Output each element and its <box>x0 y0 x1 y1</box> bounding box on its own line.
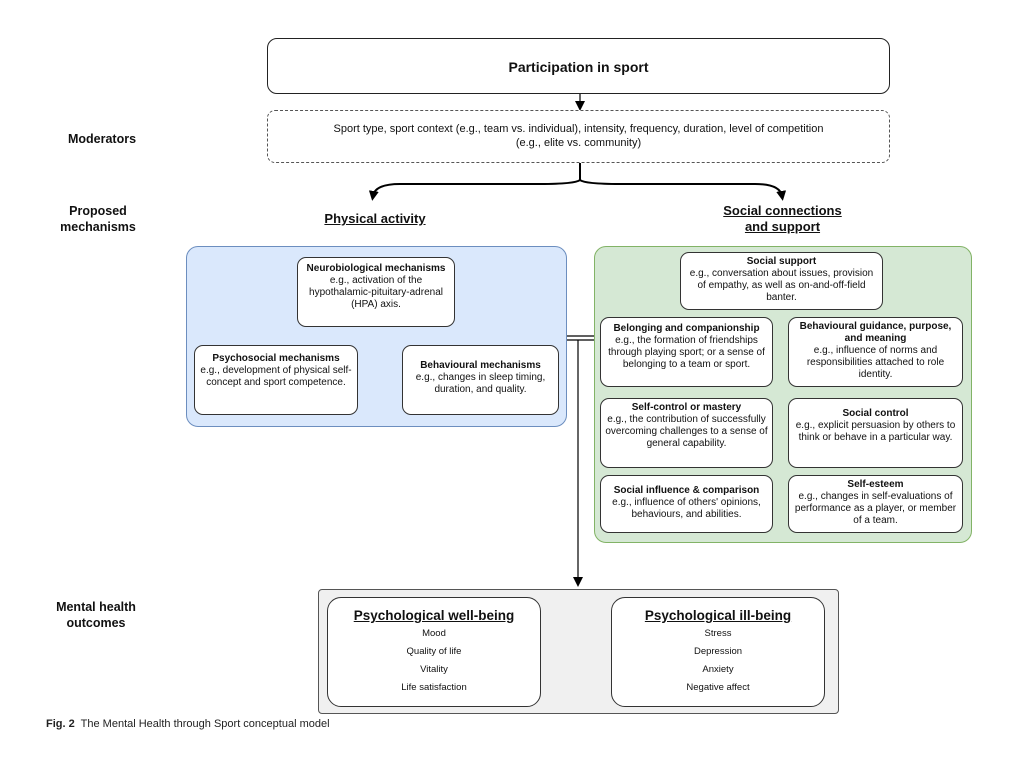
physical-activity-title: Physical activity <box>324 211 426 226</box>
social-connections-title: Social connections and support <box>723 203 842 234</box>
self-esteem-box: Self-esteem e.g., changes in self-evalua… <box>788 475 963 533</box>
figure-caption: Fig. 2 The Mental Health through Sport c… <box>46 718 330 730</box>
illbeing-title: Psychological ill-being <box>644 608 792 623</box>
outcomes-label: Mental health outcomes <box>56 600 136 630</box>
participation-title: Participation in sport <box>508 59 649 75</box>
wellbeing-title: Psychological well-being <box>353 608 515 623</box>
list-item: Anxiety <box>702 664 734 675</box>
illbeing-box: Psychological ill-being Stress Depressio… <box>611 597 825 707</box>
list-item: Depression <box>693 646 743 657</box>
figure-label: Fig. 2 <box>46 718 75 730</box>
self-control-box: Self-control or mastery e.g., the contri… <box>600 398 773 468</box>
social-support-box: Social support e.g., conversation about … <box>680 252 883 310</box>
list-item: Mood <box>422 628 446 639</box>
figure-caption-text: The Mental Health through Sport conceptu… <box>80 718 330 730</box>
social-influence-box: Social influence & comparison e.g., infl… <box>600 475 773 533</box>
moderators-label: Moderators <box>67 132 137 146</box>
wellbeing-list: Mood Quality of life Vitality Life satis… <box>328 625 540 697</box>
behavioural-box: Behavioural mechanisms e.g., changes in … <box>402 345 559 415</box>
moderators-box: Sport type, sport context (e.g., team vs… <box>267 110 890 163</box>
list-item: Negative affect <box>686 682 750 693</box>
arrow-to-physical <box>368 179 581 201</box>
neurobiological-box: Neurobiological mechanisms e.g., activat… <box>297 257 455 327</box>
behavioural-guidance-box: Behavioural guidance, purpose, and meani… <box>788 317 963 387</box>
participation-box: Participation in sport <box>267 38 890 94</box>
mechanisms-label: Proposed mechanisms <box>60 204 136 234</box>
wellbeing-box: Psychological well-being Mood Quality of… <box>327 597 541 707</box>
list-item: Stress <box>704 628 732 639</box>
list-item: Life satisfaction <box>401 682 467 693</box>
social-control-box: Social control e.g., explicit persuasion… <box>788 398 963 468</box>
arrow-to-social <box>579 179 787 201</box>
psychosocial-box: Psychosocial mechanisms e.g., developmen… <box>194 345 358 415</box>
belonging-box: Belonging and companionship e.g., the fo… <box>600 317 773 387</box>
list-item: Vitality <box>420 664 448 675</box>
list-item: Quality of life <box>406 646 462 657</box>
illbeing-list: Stress Depression Anxiety Negative affec… <box>612 625 824 697</box>
